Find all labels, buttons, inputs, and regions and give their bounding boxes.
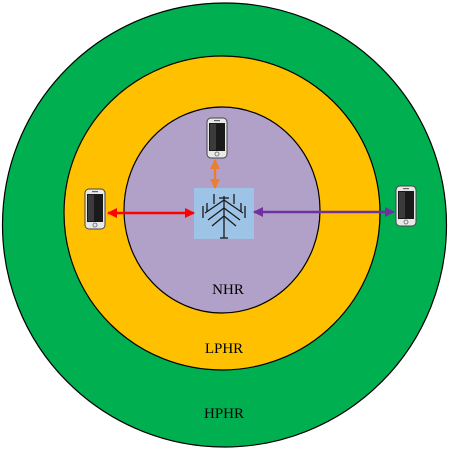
cell-tower-icon	[202, 194, 246, 239]
lphr-label: LPHR	[205, 341, 243, 357]
hphr-label: HPHR	[204, 406, 244, 422]
smartphone-icon-top	[206, 117, 228, 159]
nhr-label: NHR	[212, 282, 244, 298]
smartphone-icon-right	[395, 185, 417, 227]
smartphone-icon-left	[84, 188, 106, 230]
tower-node	[194, 188, 254, 239]
